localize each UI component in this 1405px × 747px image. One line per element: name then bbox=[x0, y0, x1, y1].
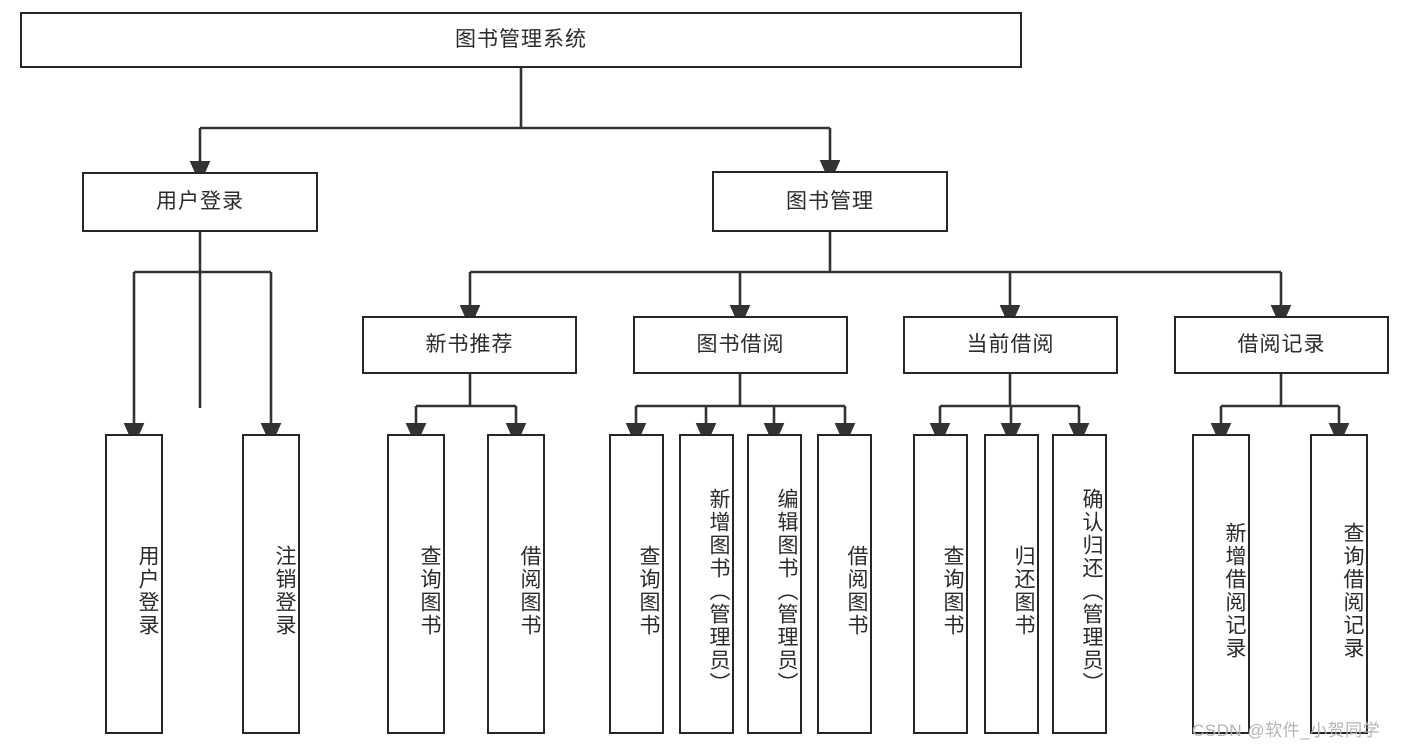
node-leaf-confirm-return[interactable]: 确认归还（管理员） bbox=[1052, 434, 1107, 734]
connector-root-to-level1 bbox=[189, 68, 841, 185]
node-user-login-label: 用户登录 bbox=[156, 190, 244, 214]
node-book-management-label: 图书管理 bbox=[786, 189, 874, 213]
connector-current-borrow-to-leaves bbox=[929, 374, 1090, 447]
node-leaf-user-login[interactable]: 用户登录 bbox=[105, 434, 163, 734]
node-borrow-record-label: 借阅记录 bbox=[1237, 333, 1326, 357]
node-leaf-add-book-label: 新增图书（管理员） bbox=[707, 487, 730, 695]
node-leaf-borrow-book-recommend-label: 借阅图书 bbox=[518, 545, 541, 637]
node-book-management[interactable]: 图书管理 bbox=[712, 171, 948, 232]
csdn-watermark-text: CSDN @软件_小贺同学 bbox=[1192, 721, 1381, 740]
connector-book-borrow-to-leaves bbox=[625, 374, 856, 447]
node-leaf-borrow-book-recommend[interactable]: 借阅图书 bbox=[487, 434, 545, 734]
node-leaf-return-book[interactable]: 归还图书 bbox=[984, 434, 1039, 734]
connector-book-management-to-level2 bbox=[459, 232, 1292, 329]
node-new-book-recommend[interactable]: 新书推荐 bbox=[362, 316, 577, 374]
node-leaf-query-book-borrow[interactable]: 查询图书 bbox=[609, 434, 664, 734]
node-root-label: 图书管理系统 bbox=[455, 28, 587, 52]
node-leaf-user-login-label: 用户登录 bbox=[136, 545, 159, 637]
node-leaf-user-logout[interactable]: 注销登录 bbox=[242, 434, 300, 734]
node-current-borrow[interactable]: 当前借阅 bbox=[903, 316, 1118, 374]
node-leaf-edit-book[interactable]: 编辑图书（管理员） bbox=[747, 434, 802, 734]
node-user-login[interactable]: 用户登录 bbox=[82, 172, 318, 232]
node-borrow-record[interactable]: 借阅记录 bbox=[1174, 316, 1389, 374]
node-root[interactable]: 图书管理系统 bbox=[20, 12, 1022, 68]
node-leaf-return-book-label: 归还图书 bbox=[1012, 545, 1035, 637]
node-leaf-edit-book-label: 编辑图书（管理员） bbox=[775, 487, 798, 695]
node-leaf-user-logout-label: 注销登录 bbox=[273, 545, 296, 637]
node-leaf-query-book-recommend-label: 查询图书 bbox=[418, 545, 441, 637]
node-leaf-query-borrow-record[interactable]: 查询借阅记录 bbox=[1310, 434, 1368, 734]
node-leaf-query-borrow-record-label: 查询借阅记录 bbox=[1341, 522, 1364, 660]
node-current-borrow-label: 当前借阅 bbox=[966, 333, 1055, 357]
node-leaf-borrow-book[interactable]: 借阅图书 bbox=[817, 434, 872, 734]
node-leaf-query-book-current-label: 查询图书 bbox=[941, 545, 964, 637]
connector-borrow-record-to-leaves bbox=[1210, 374, 1350, 447]
connector-new-book-recommend-to-leaves bbox=[405, 374, 527, 447]
node-leaf-borrow-book-label: 借阅图书 bbox=[845, 545, 868, 637]
connector-user-login-to-leaves bbox=[123, 232, 282, 447]
node-leaf-confirm-return-label: 确认归还（管理员） bbox=[1080, 487, 1103, 695]
node-leaf-add-book[interactable]: 新增图书（管理员） bbox=[679, 434, 734, 734]
node-book-borrow-label: 图书借阅 bbox=[696, 333, 785, 357]
node-leaf-query-book-current[interactable]: 查询图书 bbox=[913, 434, 968, 734]
node-leaf-add-borrow-record-label: 新增借阅记录 bbox=[1223, 522, 1246, 660]
node-new-book-recommend-label: 新书推荐 bbox=[425, 333, 514, 357]
node-leaf-query-book-borrow-label: 查询图书 bbox=[637, 545, 660, 637]
node-leaf-query-book-recommend[interactable]: 查询图书 bbox=[387, 434, 445, 734]
csdn-watermark: CSDN @软件_小贺同学 bbox=[1192, 716, 1380, 741]
node-book-borrow[interactable]: 图书借阅 bbox=[633, 316, 848, 374]
node-leaf-add-borrow-record[interactable]: 新增借阅记录 bbox=[1192, 434, 1250, 734]
